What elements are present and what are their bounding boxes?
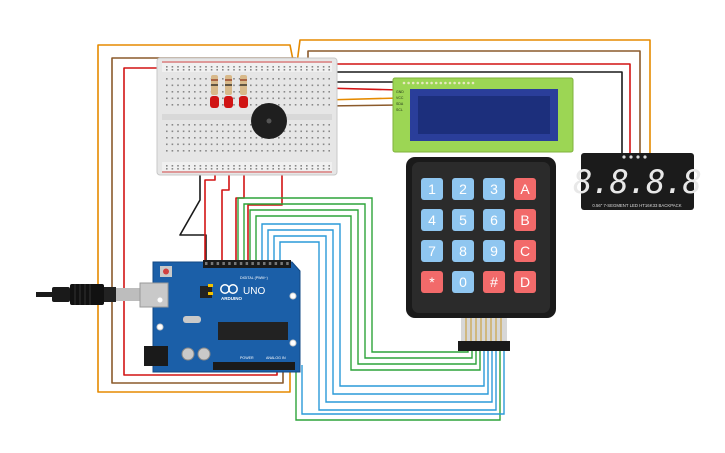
lcd-top-pins [402, 81, 475, 85]
power-analog-header [213, 362, 295, 370]
lcd-pin-label-scl: SCL [396, 108, 403, 112]
key-label: 4 [428, 212, 436, 228]
arduino-uno[interactable]: ARDUINO UNO DIGITAL (PWM~) POWER ANALOG … [139, 260, 301, 373]
key-label: 7 [428, 243, 436, 259]
atmega-chip [218, 322, 288, 340]
key-label: 8 [459, 243, 467, 259]
board-led-l [208, 284, 213, 287]
key-label: # [490, 274, 498, 290]
wire-blue-1[interactable] [261, 223, 485, 387]
lcd-pin-label-vcc: VCC [396, 96, 404, 100]
key-star[interactable]: * [421, 271, 443, 293]
wire-orange-left[interactable] [97, 44, 301, 393]
key-label: 6 [490, 212, 498, 228]
usb-cable[interactable] [36, 284, 142, 305]
key-label: C [520, 243, 530, 259]
led-red-1[interactable] [210, 96, 219, 108]
key-label: D [520, 274, 530, 290]
wire-blue-3[interactable] [273, 235, 493, 403]
key-3[interactable]: 3 [483, 178, 505, 200]
breadboard-holes [166, 66, 330, 170]
board-led-tx [208, 292, 213, 295]
power-label: POWER [240, 356, 254, 360]
seven-segment-pins [622, 155, 647, 159]
key-label: 2 [459, 181, 467, 197]
key-6[interactable]: 6 [483, 209, 505, 231]
buzzer[interactable] [251, 103, 287, 139]
keypad-ribbon [458, 318, 510, 351]
arduino-logo [220, 284, 238, 294]
key-4[interactable]: 4 [421, 209, 443, 231]
key-label: 9 [490, 243, 498, 259]
keypad[interactable]: 1 2 3 A 4 5 6 B 7 8 9 C * 0 # D [406, 157, 556, 351]
key-label: * [429, 274, 435, 290]
arduino-logo-text: ARDUINO [221, 296, 242, 301]
digital-label: DIGITAL (PWM~) [240, 276, 268, 280]
key-label: 5 [459, 212, 467, 228]
seven-segment-display[interactable]: 8.8.8.8 0.56" 7-SEGMENT LED HT16K33 BACK… [573, 153, 702, 210]
key-5[interactable]: 5 [452, 209, 474, 231]
lcd-pin-label-sda: SDA [396, 102, 404, 106]
key-2[interactable]: 2 [452, 178, 474, 200]
key-label: A [520, 181, 530, 197]
capacitor-1 [181, 347, 195, 361]
key-label: 1 [428, 181, 436, 197]
key-label: 0 [459, 274, 467, 290]
key-0[interactable]: 0 [452, 271, 474, 293]
capacitor-2 [197, 347, 211, 361]
wire-green-5[interactable] [295, 345, 501, 421]
wire-green-2[interactable] [243, 203, 473, 359]
key-hash[interactable]: # [483, 271, 505, 293]
resistor-group [211, 75, 247, 95]
seven-segment-caption: 0.56" 7-SEGMENT LED HT16K33 BACKPACK [592, 203, 681, 208]
key-7[interactable]: 7 [421, 240, 443, 262]
keypad-keys: 1 2 3 A 4 5 6 B 7 8 9 C * 0 # D [421, 178, 536, 293]
wire-buzzer[interactable] [247, 148, 283, 262]
key-label: B [520, 212, 529, 228]
wire-blue-2[interactable] [267, 229, 489, 395]
key-label: 3 [490, 181, 498, 197]
keypad-header-connector[interactable] [458, 341, 510, 351]
key-8[interactable]: 8 [452, 240, 474, 262]
wire-green-3[interactable] [249, 209, 477, 365]
key-a[interactable]: A [514, 178, 536, 200]
arduino-model: UNO [243, 286, 265, 297]
led-group [210, 96, 248, 108]
usb-port [139, 282, 169, 308]
analog-label: ANALOG IN [266, 356, 286, 360]
wire-blue-5[interactable] [301, 345, 505, 415]
key-9[interactable]: 9 [483, 240, 505, 262]
seven-segment-digits: 8.8.8.8 [573, 163, 701, 201]
key-b[interactable]: B [514, 209, 536, 231]
lcd-module[interactable]: GND VCC SDA SCL [392, 77, 574, 153]
lcd-pin-label-gnd: GND [396, 90, 404, 94]
breadboard[interactable] [156, 57, 338, 176]
dc-power-jack [144, 346, 168, 366]
key-c[interactable]: C [514, 240, 536, 262]
led-red-2[interactable] [224, 96, 233, 108]
led-red-3[interactable] [239, 96, 248, 108]
key-1[interactable]: 1 [421, 178, 443, 200]
crystal [183, 316, 201, 323]
keypad-wires [237, 197, 505, 421]
wire-blue-4[interactable] [279, 241, 497, 411]
wire-green-4[interactable] [255, 215, 481, 371]
key-d[interactable]: D [514, 271, 536, 293]
